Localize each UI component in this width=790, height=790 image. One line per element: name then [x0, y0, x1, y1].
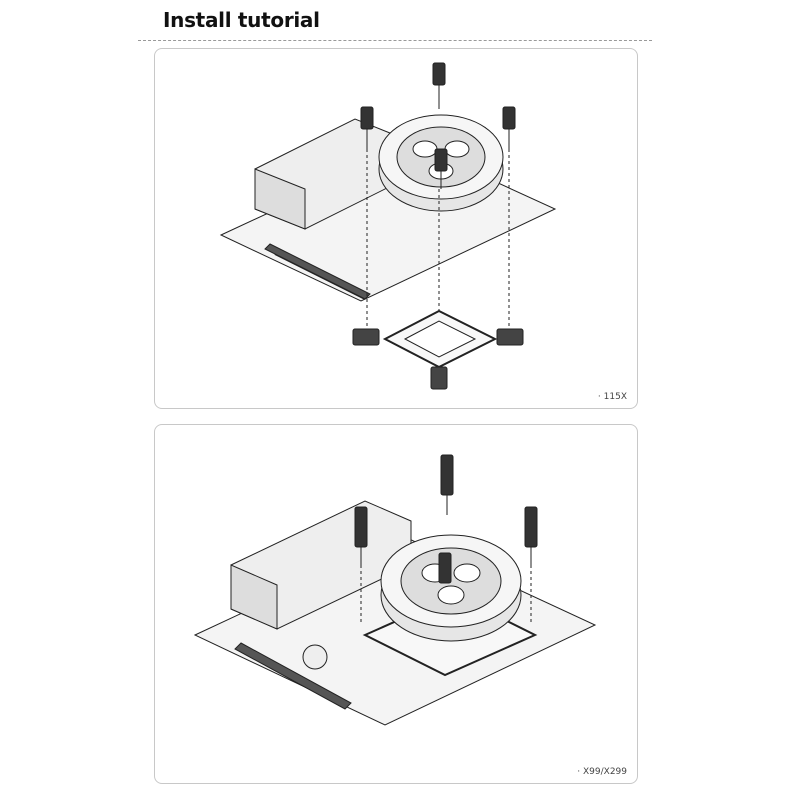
screws	[354, 454, 538, 584]
pcie-slot	[264, 243, 371, 300]
screws	[360, 62, 516, 189]
panel-115x: · 115X	[154, 48, 638, 409]
pcie-slot	[234, 642, 352, 710]
caption-x99-x299: · X99/X299	[577, 767, 627, 777]
dashed-divider	[138, 40, 652, 41]
panel-x99-x299: · X99/X299	[154, 424, 638, 784]
illustration-x99-x299	[193, 454, 597, 726]
illustration-115x	[219, 62, 557, 390]
caption-115x: · 115X	[597, 392, 627, 402]
page-title: Install tutorial	[163, 8, 320, 32]
